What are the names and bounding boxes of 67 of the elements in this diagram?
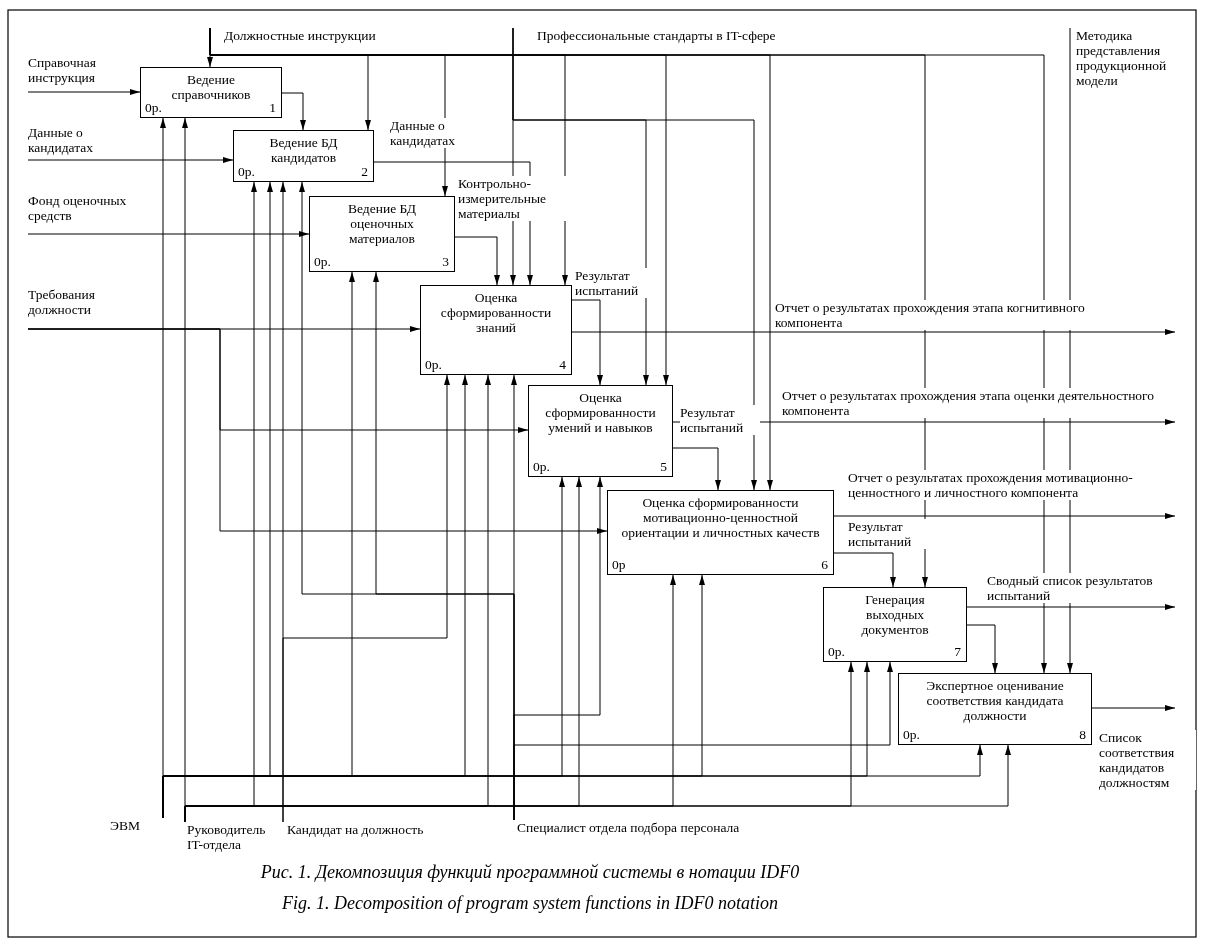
arrow xyxy=(512,27,757,491)
node-label: Руководитель IT-отдела xyxy=(185,822,282,856)
activity-title: Ведение БД оценочных материалов xyxy=(347,201,417,247)
node-number: 6 xyxy=(821,556,828,572)
node-label: Фонд оценочных средств xyxy=(28,193,153,236)
arrow xyxy=(27,231,310,237)
node-cost: 0р. xyxy=(533,458,550,474)
activity-title: Оценка сформированности знаний xyxy=(439,290,553,336)
node-label: Данные о кандидатах xyxy=(28,125,128,163)
node-cost: 0р. xyxy=(425,356,442,372)
arrow xyxy=(282,374,450,823)
edge-label: Результат испытаний xyxy=(575,268,647,299)
activity-title: Генерация выходных документов xyxy=(860,592,930,638)
node-number: 5 xyxy=(660,458,667,474)
node-number: 7 xyxy=(954,643,961,659)
node-cost: 0р xyxy=(612,556,626,572)
node-cost: 0р. xyxy=(238,163,255,179)
activity-title: Ведение справочников xyxy=(170,72,252,103)
edge-label: Результат испытаний xyxy=(680,405,760,436)
node-number: 3 xyxy=(442,253,449,269)
node-number: 8 xyxy=(1079,726,1086,742)
activity-title: Оценка сформированности мотивационно-ценностной ориентации и личностных качеств xyxy=(620,495,821,541)
node-cost: 0р. xyxy=(314,253,331,269)
node-cost: 0р. xyxy=(903,726,920,742)
arrow xyxy=(966,604,1176,610)
process-box xyxy=(607,490,834,575)
arrow xyxy=(454,236,500,286)
node-cost: 0р. xyxy=(828,643,845,659)
arrow xyxy=(833,552,896,588)
arrow xyxy=(1091,705,1176,711)
node-label: ЭВМ xyxy=(100,818,163,838)
node-label: Методика представления продукционной модели xyxy=(1070,28,1195,98)
arrow xyxy=(571,299,603,386)
arrow xyxy=(833,513,1176,519)
arrow xyxy=(571,329,1176,335)
arrow xyxy=(966,624,998,674)
arrow xyxy=(27,157,234,163)
process-box xyxy=(528,385,673,477)
process-box xyxy=(140,67,282,118)
activity-title: Ведение БД кандидатов xyxy=(268,135,339,166)
arrow xyxy=(281,92,306,131)
edge-label: Результат испытаний xyxy=(848,519,928,550)
node-number: 4 xyxy=(559,356,566,372)
process-box xyxy=(898,673,1092,745)
node-label: Справочная инструкция xyxy=(28,55,140,95)
node-label: Требования должности xyxy=(28,287,133,331)
process-box xyxy=(823,587,967,662)
activity-title: Оценка сформированности умений и навыков xyxy=(544,390,657,436)
node-label: Должностные инструкции xyxy=(210,28,420,50)
process-box xyxy=(420,285,572,375)
node-label: Кандидат на должность xyxy=(283,822,458,842)
arrow xyxy=(27,89,141,95)
figure-caption: Fig. 1. Decomposition of program system functions in IDF0 notation xyxy=(281,893,779,914)
arrow xyxy=(513,661,893,821)
node-cost: 0р. xyxy=(145,99,162,115)
process-box xyxy=(309,196,455,272)
node-number: 1 xyxy=(269,99,276,115)
arrow xyxy=(672,447,721,491)
process-box xyxy=(233,130,374,182)
arrow xyxy=(209,27,1047,674)
edge-label: Список соответствия кандидатов должностям xyxy=(1099,730,1196,791)
figure-caption: Рис. 1. Декомпозиция функций программной системы в нотации IDF0 xyxy=(259,862,801,883)
node-number: 2 xyxy=(361,163,368,179)
activity-title: Экспертное оценивание соответствия кандидата должности xyxy=(925,678,1065,724)
arrow xyxy=(27,328,608,534)
node-label: Профессиональные стандарты в IT-сфере xyxy=(513,28,813,50)
node-label: Специалист отдела подбора персонала xyxy=(514,820,784,840)
